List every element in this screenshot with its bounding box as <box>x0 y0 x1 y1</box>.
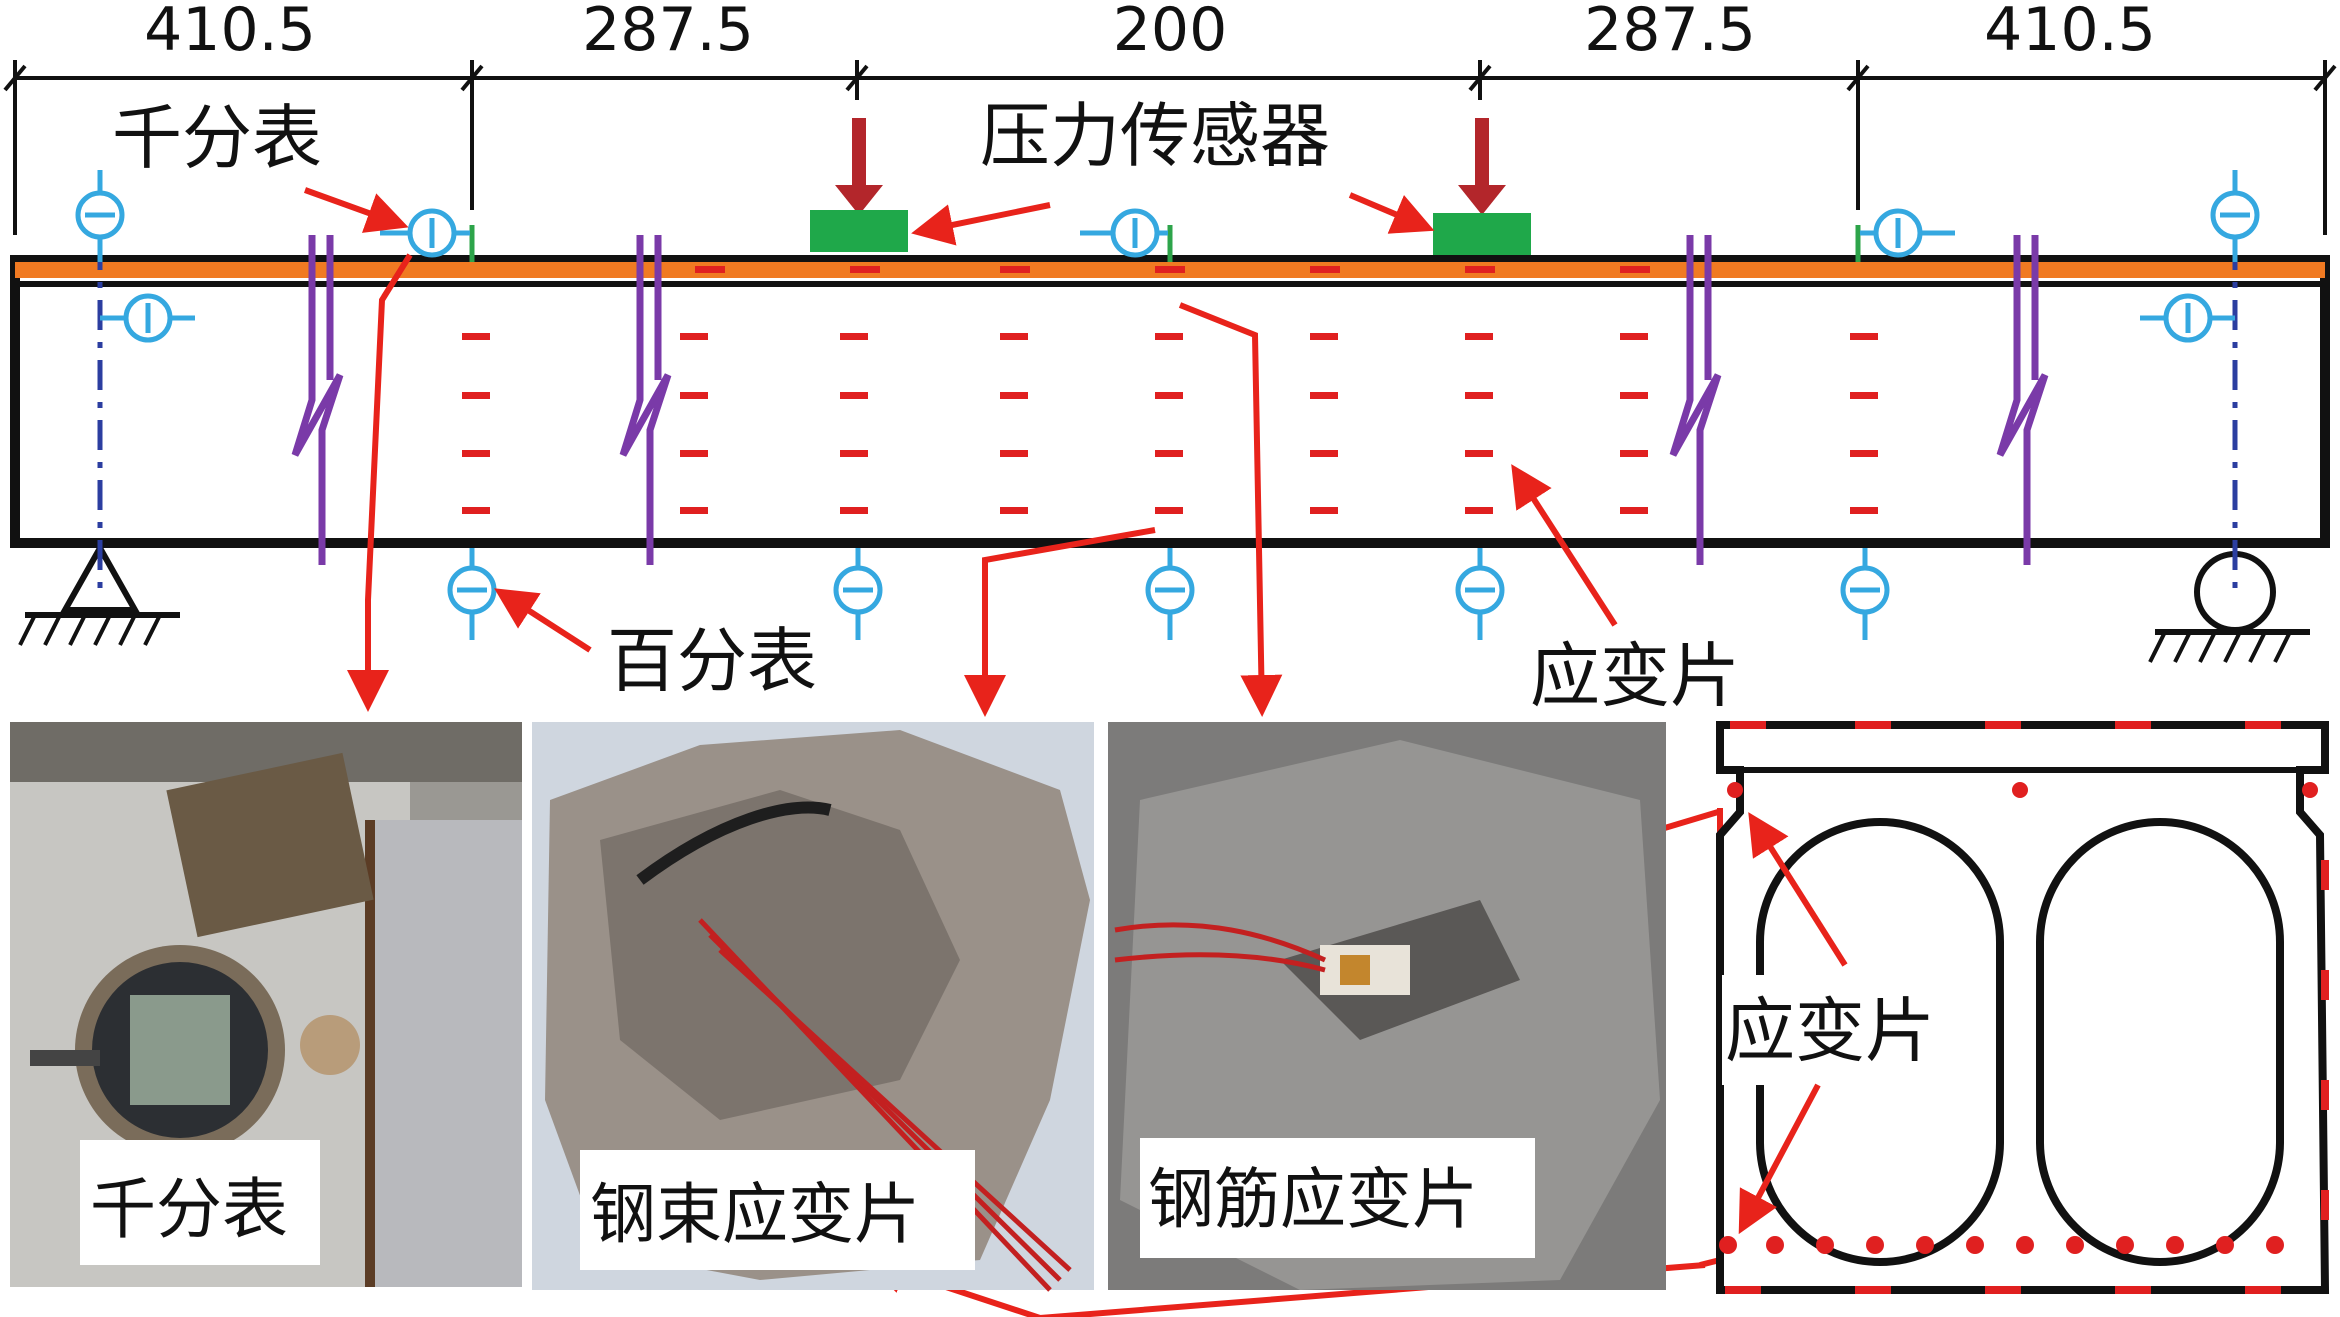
dimension-3: 200 <box>1113 0 1228 65</box>
pin-support <box>18 541 180 646</box>
strain-gauge-marks <box>462 266 1878 514</box>
gauge-icon <box>2210 170 2260 262</box>
gauge-icon <box>1840 548 1890 640</box>
gauge-icon <box>1455 548 1505 640</box>
cross-section: 应变片 <box>1716 721 2330 1294</box>
label-dial-gauge: 千分表 <box>112 97 322 179</box>
beam <box>10 255 2330 548</box>
gauge-icon <box>380 208 470 258</box>
label-dial-indicator: 百分表 <box>607 620 817 702</box>
gauge-icon <box>1080 208 1168 258</box>
label-strain-gauge-beam: 应变片 <box>1530 635 1740 717</box>
roller-support <box>2148 551 2310 663</box>
load-cells <box>810 210 1531 255</box>
dimension-5: 410.5 <box>1984 0 2156 65</box>
gauge-icon <box>447 548 497 640</box>
dimension-1: 410.5 <box>144 0 316 65</box>
dial-gauges <box>75 170 2260 640</box>
gauge-mounts <box>469 225 1861 262</box>
load-arrows <box>835 118 1506 215</box>
photo-tendon-strain-gauge: 钢束应变片 <box>532 722 1094 1292</box>
gauge-icon <box>2140 293 2235 343</box>
label-strain-gauge-section: 应变片 <box>1725 990 1935 1072</box>
photo-rebar-strain-gauge: 钢筋应变片 <box>1108 722 1666 1290</box>
photo-label-rebar-strain-gauge: 钢筋应变片 <box>1148 1161 1478 1238</box>
gauge-icon <box>1145 548 1195 640</box>
gauge-icon <box>1860 208 1955 258</box>
dimension-line <box>3 60 2337 235</box>
gauge-icon <box>75 170 125 262</box>
label-load-cell: 压力传感器 <box>980 95 1330 177</box>
gauge-icon <box>833 548 883 640</box>
dimension-4: 287.5 <box>1584 0 1756 65</box>
break-symbols <box>291 235 2049 565</box>
photo-label-tendon-strain-gauge: 钢束应变片 <box>590 1176 920 1253</box>
gauge-icon <box>100 293 195 343</box>
photo-dial-gauge: 千分表 <box>10 722 522 1287</box>
photo-label-dial-gauge: 千分表 <box>90 1171 288 1248</box>
dimension-2: 287.5 <box>582 0 754 65</box>
